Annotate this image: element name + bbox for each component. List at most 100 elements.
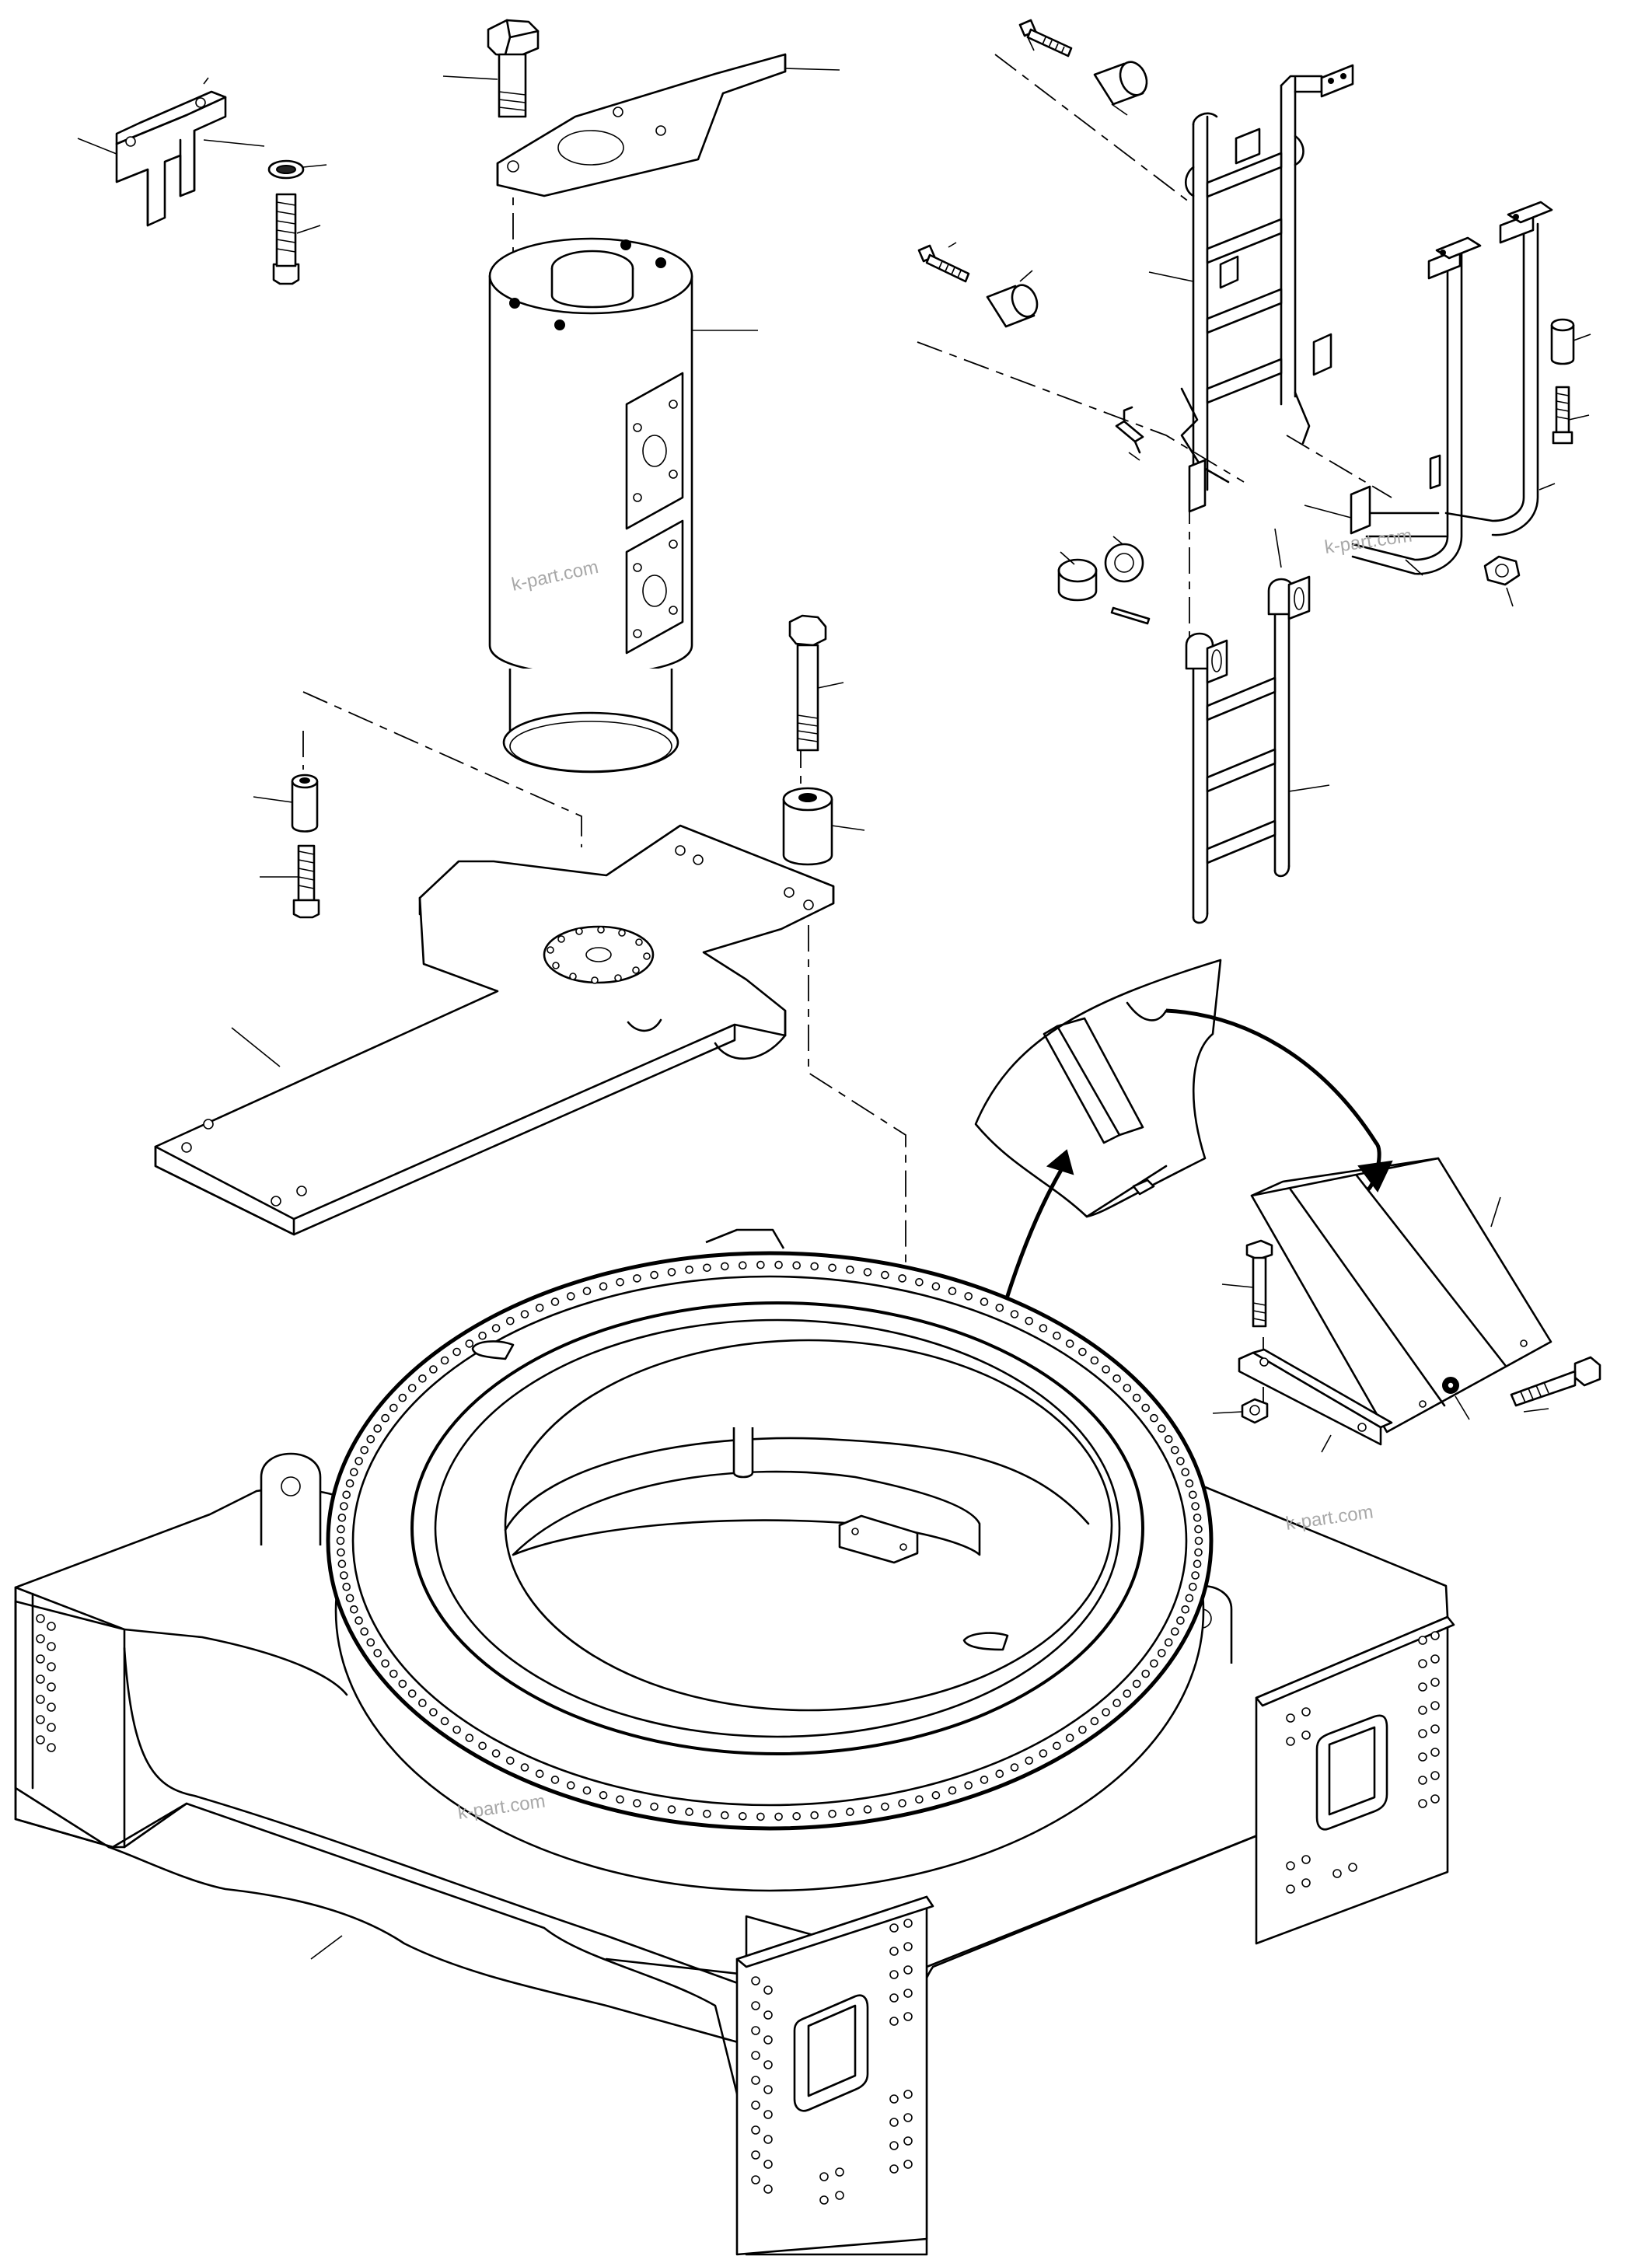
ring-bolt-hole [505,1756,515,1765]
ring-bolt-hole [520,1763,529,1772]
ring-bolt-hole [703,1263,711,1273]
ring-bolt-hole [881,1802,889,1811]
ring-bolt-hole [1053,1741,1061,1751]
tread-washer [1442,1377,1470,1420]
ring-bolt-hole [1102,1708,1110,1716]
ring-bolt-hole [440,1716,449,1726]
ring-bolt-hole [535,1769,544,1778]
ring-bolt-hole [337,1559,347,1568]
ring-bolt-hole [1065,1339,1074,1348]
ring-bolt-hole [550,1297,560,1306]
ring-bolt-hole [863,1805,872,1814]
ring-bolt-hole [1025,1316,1033,1325]
ring-bolt-hole [667,1268,676,1276]
ring-bolt-hole [915,1795,924,1804]
ring-bolt-hole [995,1304,1004,1312]
ladder-pin-retainer [1057,536,1151,625]
ring-bolt-hole [535,1304,544,1312]
ring-bolt-hole [342,1490,351,1500]
ring-bolt-hole [1090,1716,1099,1726]
ring-bolt-hole [1158,1424,1166,1433]
ring-bolt-hole [1185,1479,1194,1488]
slewing-ring: k-part.com [326,1251,1214,1892]
ring-bolt-hole [1078,1725,1087,1734]
ring-bolt-hole [863,1268,872,1276]
ring-bolt-hole [774,1812,783,1821]
spacer-right [782,787,865,866]
ring-bolt-hole [846,1266,854,1274]
ring-bolt-hole [980,1297,989,1306]
ladder-lower [1185,528,1330,924]
ring-bolt-hole [389,1669,398,1678]
ring-bolt-hole [650,1802,658,1811]
ring-bolt-hole [340,1571,348,1580]
ring-bolt-hole [1193,1514,1202,1522]
ring-bolt-hole [1132,1679,1141,1689]
ring-bolt-hole [898,1799,906,1807]
ring-bolt-hole [931,1791,941,1800]
ring-bolt-hole [407,1689,417,1698]
ring-bolt-hole [373,1424,382,1433]
ring-bolt-hole [1090,1356,1099,1365]
ring-bolt-hole [550,1776,560,1784]
ring-bolt-hole [898,1274,906,1283]
ring-bolt-hole [1053,1331,1061,1340]
tread-nut [1212,1398,1269,1424]
ring-bolt-hole [1123,1689,1132,1698]
ring-bolt-hole [349,1468,358,1476]
ring-bolt-hole [1171,1446,1179,1455]
ring-bolt-hole [1189,1490,1197,1500]
bolt-left [260,844,320,919]
ring-bolt-hole [650,1270,658,1280]
watermark-frame: k-part.com [1284,1501,1374,1535]
ring-bolt-hole [948,1786,957,1795]
ring-bolt-hole [349,1605,358,1614]
ring-bolt-hole [354,1616,363,1625]
ladder-spacer-top [1093,61,1148,116]
tread-bolt-vertical [1221,1239,1273,1328]
ring-bolt-hole [931,1282,941,1290]
ring-bolt-hole [440,1356,449,1365]
detail-arrowhead-2 [1046,1149,1074,1175]
ring-bolt-hole [452,1725,461,1734]
tread-bracket-bar [1238,1348,1393,1453]
ring-bolt-hole [429,1365,438,1374]
ring-bolt-hole [1123,1384,1132,1392]
ring-bolt-hole [366,1435,375,1444]
ring-bolt-hole [599,1282,608,1290]
ring-bolt-hole [1078,1347,1087,1357]
ring-bolt-hole [738,1812,747,1821]
ring-bolt-hole [520,1310,529,1318]
ladder-upper [1148,64,1354,513]
ring-bolt-hole [465,1734,474,1742]
ring-bolt-hole [373,1649,382,1657]
ring-bolt-hole [1150,1413,1158,1423]
ring-bolt-hole [1185,1594,1194,1603]
ring-bolt-hole [1194,1548,1203,1557]
detail-arrowhead-1 [1357,1160,1393,1193]
ring-bolt-hole [995,1769,1004,1778]
ring-bolt-hole [633,1799,641,1807]
ring-bolt-hole [566,1781,575,1790]
ring-bolt-hole [881,1270,889,1280]
ring-bolt-hole [465,1339,474,1348]
ring-bolt-hole [1112,1374,1121,1383]
ring-bolt-hole [1039,1749,1048,1758]
ring-bolt-hole [720,1262,729,1271]
ring-bolt-hole [1010,1763,1019,1772]
ring-bolt-hole [1171,1627,1179,1636]
clamp-bracket [77,77,265,227]
ring-bolt-hole [633,1274,641,1283]
plate-bolt-circle [547,926,651,984]
ring-bolt-hole [1176,1457,1185,1465]
ring-bolt-hole [616,1795,624,1804]
ring-bolt-hole [1176,1616,1185,1625]
ladder-pin [1115,406,1144,461]
ring-bolt-hole [1189,1582,1197,1591]
ladder-bolt-mid [917,242,970,283]
ring-bolt-hole [1191,1571,1200,1580]
ring-bolt-hole [1141,1669,1150,1678]
frame-bolt-holes [36,1614,1440,2205]
ring-bolt-hole [948,1287,957,1296]
